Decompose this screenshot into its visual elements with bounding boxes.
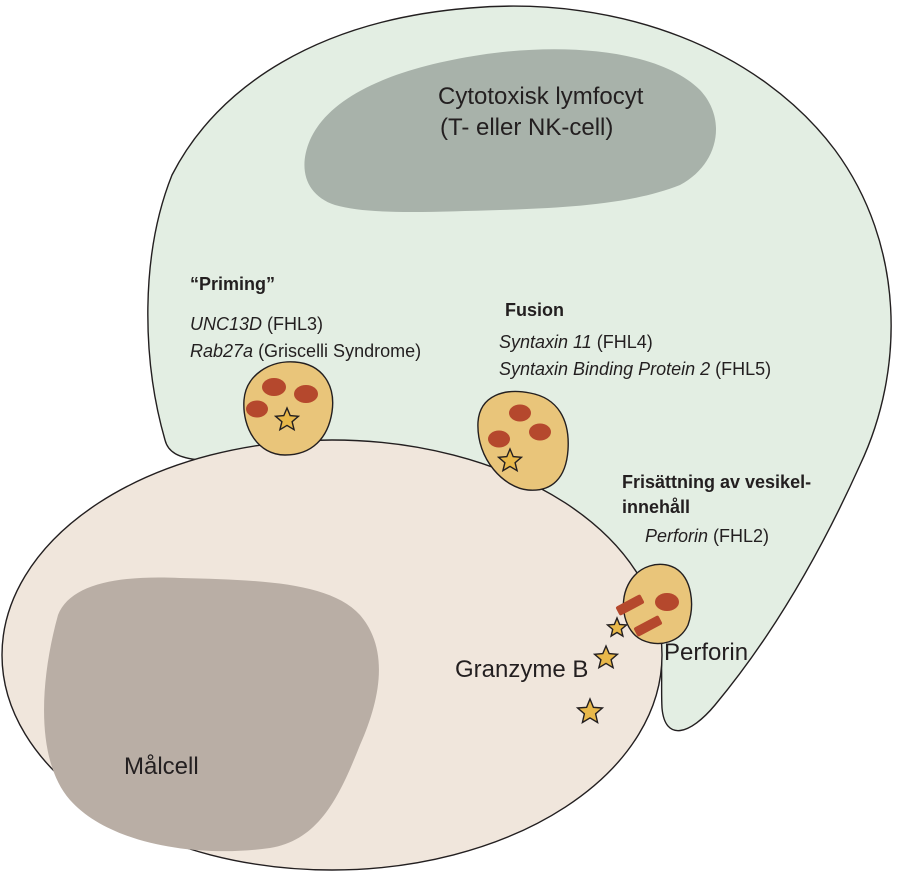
perforin-molecule bbox=[633, 615, 663, 637]
release-heading-line1: Frisättning av vesikel- bbox=[622, 472, 811, 492]
perforin-label: Perforin bbox=[664, 639, 748, 666]
release-gene-name: Perforin bbox=[645, 526, 708, 546]
granule-icon bbox=[294, 385, 318, 403]
granule-icon bbox=[488, 430, 510, 448]
perforin-molecule bbox=[615, 594, 645, 616]
granule-icon bbox=[262, 378, 286, 396]
star-icon bbox=[575, 697, 605, 724]
release-heading-line2: innehåll bbox=[622, 497, 690, 517]
priming-gene1-note: (FHL3) bbox=[262, 314, 323, 334]
vesicle-icon bbox=[477, 390, 569, 491]
fusion-gene2: Syntaxin Binding Protein 2 (FHL5) bbox=[499, 359, 771, 379]
granule-icon bbox=[509, 404, 531, 422]
lymphocyte-nucleus bbox=[304, 49, 717, 213]
fusion-heading: Fusion bbox=[505, 300, 564, 320]
priming-heading: “Priming” bbox=[190, 274, 275, 294]
granule-icon bbox=[529, 423, 551, 441]
fusion-gene1-note: (FHL4) bbox=[592, 332, 653, 352]
priming-gene2-name: Rab27a bbox=[190, 341, 253, 361]
granzyme-label: Granzyme B bbox=[455, 656, 588, 683]
fusion-gene2-name: Syntaxin Binding Protein 2 bbox=[499, 359, 710, 379]
fusion-gene1: Syntaxin 11 (FHL4) bbox=[499, 332, 653, 352]
star-icon bbox=[605, 616, 629, 638]
fusion-gene2-note: (FHL5) bbox=[710, 359, 771, 379]
vesicle-fusion bbox=[477, 390, 569, 491]
priming-gene2: Rab27a (Griscelli Syndrome) bbox=[190, 341, 421, 361]
star-icon bbox=[592, 644, 620, 670]
release-gene-note: (FHL2) bbox=[708, 526, 769, 546]
fusion-gene1-name: Syntaxin 11 bbox=[499, 332, 592, 352]
priming-gene1: UNC13D (FHL3) bbox=[190, 314, 323, 334]
lymphocyte-title-line2: (T- eller NK-cell) bbox=[440, 114, 613, 141]
star-icon bbox=[273, 406, 301, 432]
lymphocyte-title-line1: Cytotoxisk lymfocyt bbox=[438, 83, 644, 110]
target-cell-label: Målcell bbox=[124, 753, 199, 780]
release-gene: Perforin (FHL2) bbox=[645, 526, 769, 546]
priming-gene2-note: (Griscelli Syndrome) bbox=[253, 341, 421, 361]
priming-gene1-name: UNC13D bbox=[190, 314, 262, 334]
target-nucleus bbox=[44, 577, 379, 852]
star-icon bbox=[496, 447, 524, 473]
granule-icon bbox=[246, 400, 268, 418]
vesicle-priming bbox=[243, 361, 334, 456]
granule-icon bbox=[655, 593, 679, 611]
vesicle-release bbox=[615, 563, 693, 645]
